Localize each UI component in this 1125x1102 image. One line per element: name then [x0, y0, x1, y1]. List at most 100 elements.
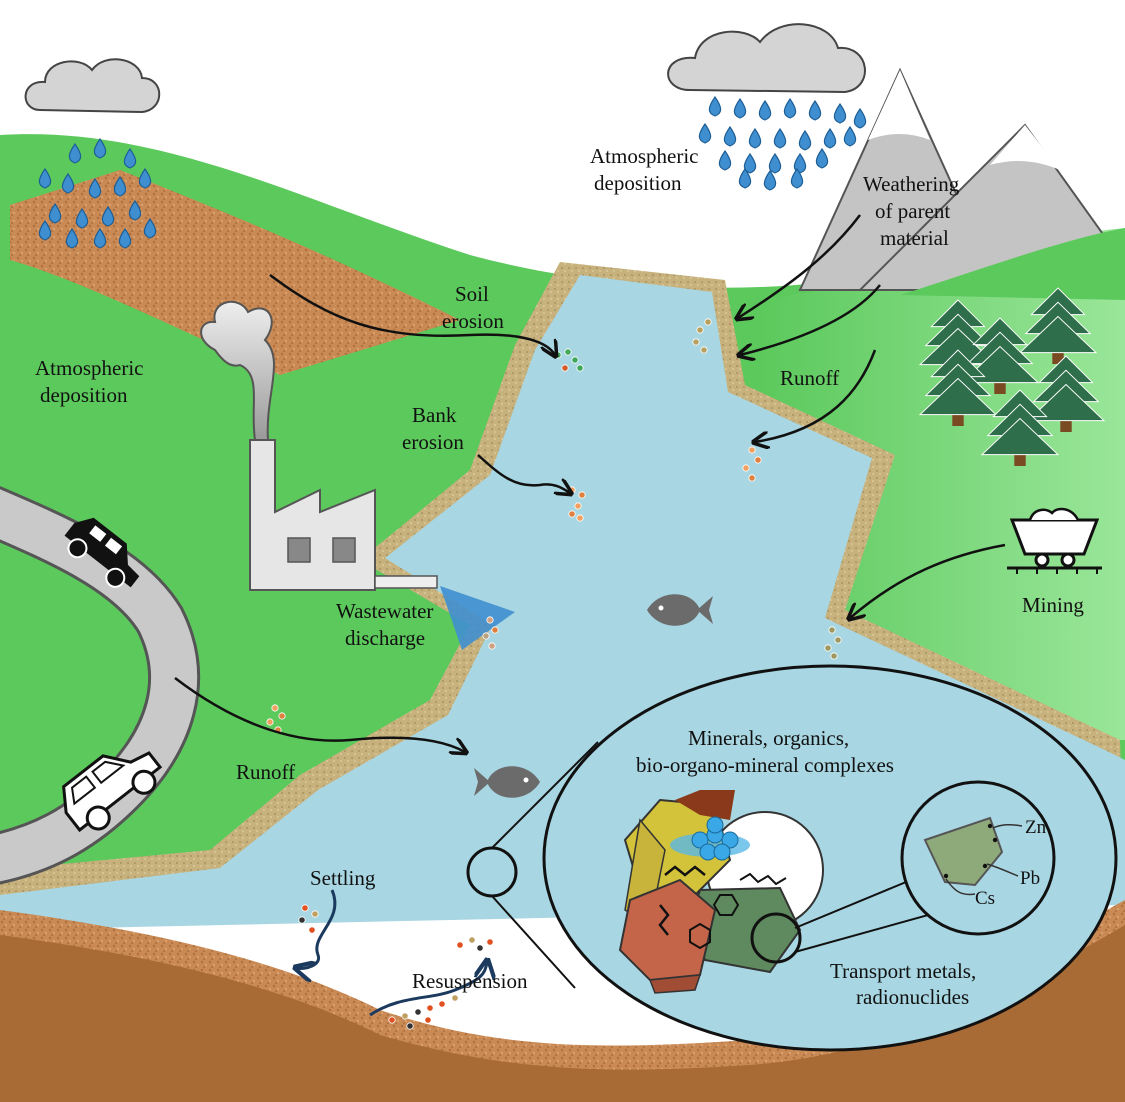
process-arrows	[174, 214, 1006, 752]
particle	[414, 1008, 422, 1016]
particle	[568, 510, 576, 518]
fish-icon-2	[474, 766, 540, 798]
labels: Atmospheric deposition Weathering of par…	[35, 144, 1084, 1009]
particle	[564, 348, 572, 356]
label-atm-dep-left-2: deposition	[40, 383, 128, 407]
factory-icon	[200, 300, 438, 591]
particles	[266, 318, 842, 1030]
label-atm-dep-right-2: deposition	[594, 171, 682, 195]
raindrop-icon	[808, 99, 822, 121]
raindrop-icon	[65, 227, 79, 249]
particle	[824, 644, 832, 652]
particle	[578, 491, 586, 499]
raindrops-right	[698, 95, 867, 191]
label-pb: Pb	[1020, 868, 1040, 889]
particle	[468, 936, 476, 944]
arrow-weathering-1	[738, 214, 861, 318]
raindrop-icon	[708, 95, 722, 117]
particle	[748, 446, 756, 454]
raindrop-icon	[763, 169, 777, 191]
farm-field	[10, 170, 460, 375]
raindrop-icon	[723, 125, 737, 147]
raindrop-icon	[783, 97, 797, 119]
label-resuspension: Resuspension	[412, 969, 528, 993]
cloud-left-icon	[24, 58, 161, 114]
particle	[576, 514, 584, 522]
particle	[486, 938, 494, 946]
raindrop-icon	[815, 147, 829, 169]
raindrop-icon	[75, 207, 89, 229]
particle	[828, 626, 836, 634]
particle	[476, 944, 484, 952]
label-cs: Cs	[975, 888, 995, 909]
raindrop-icon	[93, 137, 107, 159]
particle	[571, 356, 579, 364]
particle	[561, 364, 569, 372]
tree-icon	[980, 389, 1060, 466]
particle	[554, 351, 562, 359]
raindrop-icon	[743, 152, 757, 174]
raindrop-icon	[833, 102, 847, 124]
raindrop-icon	[48, 202, 62, 224]
label-minerals-2: bio-organo-mineral complexes	[636, 753, 894, 777]
raindrop-icon	[61, 172, 75, 194]
label-runoff-left: Runoff	[236, 760, 295, 784]
raindrop-icon	[38, 219, 52, 241]
particle	[301, 904, 309, 912]
particle	[692, 338, 700, 346]
raindrop-icon	[143, 217, 157, 239]
particle	[266, 718, 274, 726]
arrow-mining	[850, 543, 1006, 618]
particle	[482, 632, 490, 640]
tree-icon	[918, 349, 998, 426]
particle	[830, 652, 838, 660]
particle	[271, 704, 279, 712]
raindrop-icon	[733, 97, 747, 119]
label-bank-erosion-1: Bank	[412, 403, 457, 427]
particle	[451, 994, 459, 1002]
particle	[298, 916, 306, 924]
particle	[424, 1016, 432, 1024]
particle	[308, 926, 316, 934]
raindrop-icon	[773, 127, 787, 149]
raindrop-icon	[38, 167, 52, 189]
particle	[488, 642, 496, 650]
particle	[754, 456, 762, 464]
arrow-weathering-2	[740, 284, 881, 355]
raindrop-icon	[138, 167, 152, 189]
particle	[696, 326, 704, 334]
mineral-particle	[923, 816, 1004, 887]
fish-icon	[647, 594, 713, 626]
arrow-soil-erosion	[269, 273, 555, 355]
label-transport-1: Transport metals,	[830, 959, 976, 983]
raindrop-icon	[823, 127, 837, 149]
mine-cart-icon	[1007, 507, 1102, 574]
car-black-icon	[64, 517, 140, 588]
particle	[426, 1004, 434, 1012]
raindrop-icon	[101, 205, 115, 227]
green-hill-right	[900, 228, 1125, 300]
label-weathering-2: of parent	[875, 199, 950, 223]
particle	[748, 474, 756, 482]
raindrop-icon	[790, 167, 804, 189]
label-atm-dep-left-1: Atmospheric	[35, 356, 143, 380]
label-runoff-right: Runoff	[780, 366, 839, 390]
label-weathering-3: material	[880, 226, 949, 250]
particle	[438, 1000, 446, 1008]
particle	[742, 464, 750, 472]
raindrop-icon	[698, 122, 712, 144]
raindrops-left	[38, 137, 157, 249]
complex-icon	[618, 790, 824, 994]
label-mining: Mining	[1022, 593, 1084, 617]
label-wastewater-2: discharge	[345, 626, 425, 650]
riverbed-sediment	[0, 925, 1125, 1102]
raindrop-icon	[718, 149, 732, 171]
raindrop-icon	[118, 227, 132, 249]
label-wastewater-1: Wastewater	[336, 599, 433, 623]
label-settling: Settling	[310, 866, 376, 890]
particle	[491, 626, 499, 634]
particle	[456, 941, 464, 949]
label-soil-erosion-1: Soil	[455, 282, 489, 306]
arrow-runoff-right	[755, 349, 877, 442]
